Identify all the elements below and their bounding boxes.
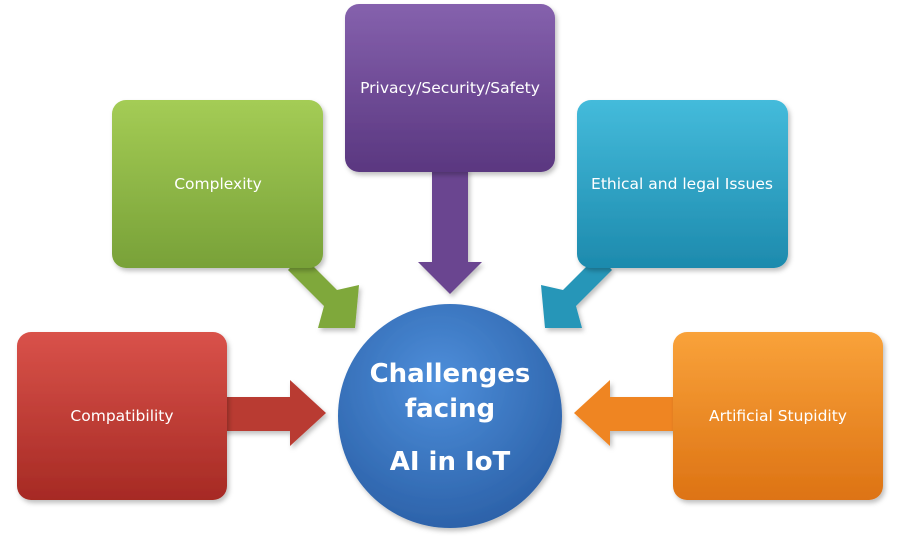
node-ethical: Ethical and legal Issues	[577, 100, 788, 268]
node-privacy-label: Privacy/Security/Safety	[360, 79, 540, 97]
arrow-privacy-to-center	[418, 168, 482, 294]
node-privacy: Privacy/Security/Safety	[345, 4, 555, 172]
node-artificial-stupidity: Artificial Stupidity	[673, 332, 883, 500]
node-compatibility: Compatibility	[17, 332, 227, 500]
center-line-2: facing	[405, 394, 495, 424]
arrow-complexity-to-center	[288, 255, 359, 328]
arrow-artificial-stupidity-to-center	[574, 380, 678, 446]
arrow-compatibility-to-center	[222, 380, 326, 446]
center-line-1: Challenges	[370, 359, 531, 389]
node-compatibility-label: Compatibility	[70, 407, 173, 425]
node-ethical-label: Ethical and legal Issues	[591, 175, 773, 193]
arrow-ethical-to-center	[541, 255, 612, 328]
node-complexity-label: Complexity	[174, 175, 262, 193]
node-complexity: Complexity	[112, 100, 323, 268]
center-node: Challenges facing AI in IoT	[338, 304, 562, 528]
center-line-3: AI in IoT	[390, 447, 511, 477]
node-artificial-stupidity-label: Artificial Stupidity	[709, 407, 847, 425]
